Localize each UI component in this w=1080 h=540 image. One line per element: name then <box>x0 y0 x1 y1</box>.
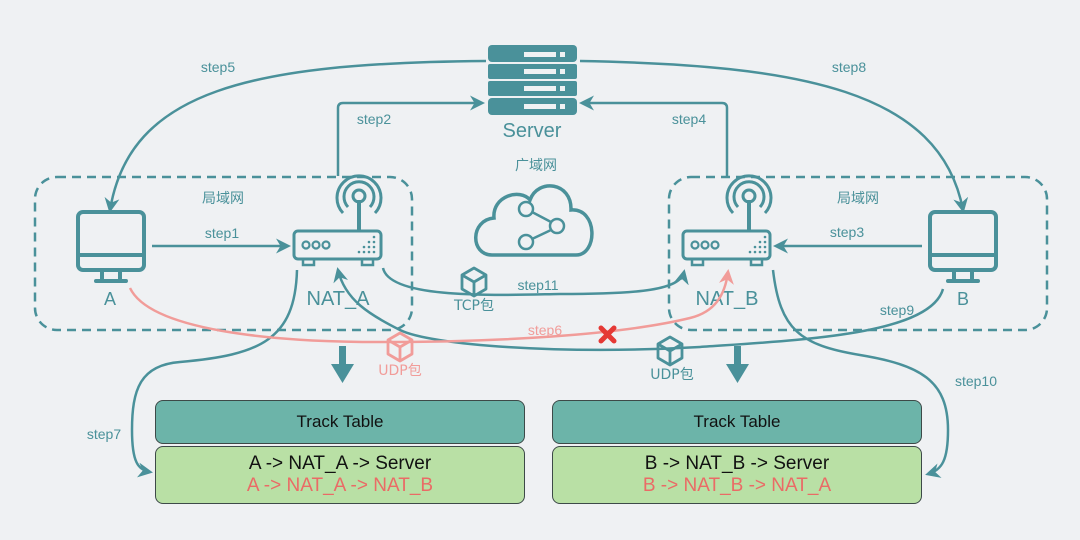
udp-packet-failed-label: UDP包 <box>378 363 421 379</box>
udp-packet-failed-icon <box>386 331 414 363</box>
host-a-label: A <box>104 289 116 309</box>
track-table-nat-b: Track Table B -> NAT_B -> Server B -> NA… <box>552 400 922 504</box>
edge-step6-failed <box>128 269 734 344</box>
server-icon <box>488 45 577 115</box>
edge-step10 <box>771 269 950 478</box>
step6-label: step6 <box>528 322 562 338</box>
step8-label: step8 <box>832 59 866 75</box>
cloud-network-icon <box>474 184 594 257</box>
track-table-body: B -> NAT_B -> Server B -> NAT_B -> NAT_A <box>552 446 922 504</box>
edge-step2 <box>336 95 485 176</box>
step11-label: step11 <box>518 277 559 293</box>
server-label: Server <box>503 120 562 142</box>
step1-label: step1 <box>205 225 239 241</box>
tcp-packet-icon <box>460 266 488 298</box>
edge-step7 <box>130 269 299 478</box>
step7-label: step7 <box>87 426 121 442</box>
computer-a-icon <box>76 210 146 283</box>
track-entry-ok: A -> NAT_A -> Server <box>248 453 432 474</box>
down-arrow-left-icon <box>331 346 354 383</box>
track-entry-failed: A -> NAT_A -> NAT_B <box>246 475 434 496</box>
track-entry-ok: B -> NAT_B -> Server <box>644 453 830 474</box>
step4-label: step4 <box>672 111 706 127</box>
udp-packet-ok-label: UDP包 <box>650 367 693 383</box>
blocked-x-icon <box>598 325 617 344</box>
host-b-label: B <box>957 289 969 309</box>
step5-label: step5 <box>201 59 235 75</box>
lan-left-label: 局域网 <box>202 191 244 207</box>
udp-packet-ok-icon <box>656 335 684 367</box>
nat-b-label: NAT_B <box>696 288 759 310</box>
router-nat-a-icon <box>292 174 383 267</box>
edge-step8 <box>579 59 969 213</box>
edge-step5 <box>104 59 487 213</box>
step3-label: step3 <box>830 224 864 240</box>
track-table-header: Track Table <box>155 400 525 444</box>
track-table-nat-a: Track Table A -> NAT_A -> Server A -> NA… <box>155 400 525 504</box>
edge-step4 <box>579 95 729 176</box>
lan-right-boundary <box>667 175 1049 332</box>
router-nat-b-icon <box>681 174 773 267</box>
track-table-header: Track Table <box>552 400 922 444</box>
edge-step9 <box>333 267 945 352</box>
nat-a-label: NAT_A <box>307 288 371 310</box>
tcp-packet-label: TCP包 <box>453 298 494 314</box>
step2-label: step2 <box>357 111 391 127</box>
step9-label: step9 <box>880 302 914 318</box>
track-table-body: A -> NAT_A -> Server A -> NAT_A -> NAT_B <box>155 446 525 504</box>
step10-label: step10 <box>955 373 997 389</box>
wan-label: 广域网 <box>515 158 557 174</box>
edge-step11 <box>381 267 689 297</box>
lan-right-label: 局域网 <box>837 191 879 207</box>
computer-b-icon <box>928 210 998 283</box>
down-arrow-right-icon <box>726 346 749 383</box>
track-entry-failed: B -> NAT_B -> NAT_A <box>642 475 832 496</box>
